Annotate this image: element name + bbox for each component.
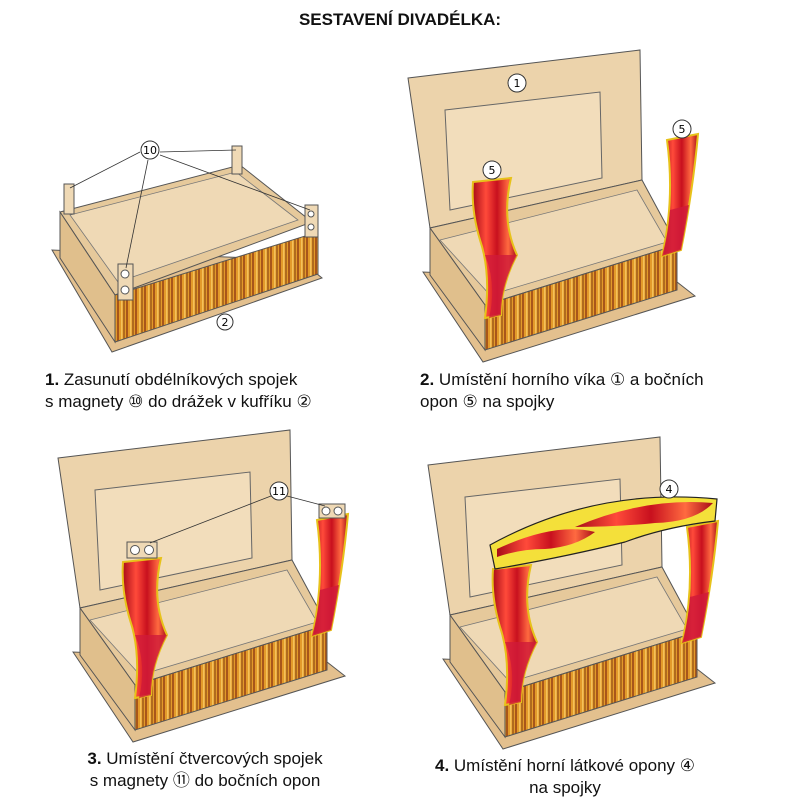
caption-line: opon ⑤ na spojky bbox=[420, 392, 555, 411]
label-square-connectors: 11 bbox=[272, 485, 286, 498]
caption-line: s magnety ⑩ do drážek v kufříku ② bbox=[45, 392, 312, 411]
caption-line: na spojky bbox=[529, 778, 601, 797]
side-curtain-right bbox=[661, 133, 699, 257]
step-number: 4. bbox=[434, 756, 450, 775]
caption-line: Umístění čtvercových spojek bbox=[106, 749, 323, 768]
label-case: 2 bbox=[222, 316, 229, 329]
rectangular-connector bbox=[63, 145, 319, 301]
caption-line: Umístění horního víka ① a bočních bbox=[438, 370, 704, 389]
step4-illustration: 4 bbox=[427, 436, 719, 750]
step-number: 2. bbox=[420, 370, 435, 389]
step-number: 3. bbox=[87, 749, 102, 768]
step3-caption: 3. Umístění čtvercových spojek s magnety… bbox=[60, 748, 350, 792]
label-lid: 1 bbox=[514, 77, 521, 90]
label-top-curtain: 4 bbox=[666, 483, 673, 496]
step2-illustration: 1 5 5 bbox=[407, 49, 699, 363]
step2-caption: 2. Umístění horního víka ① a bočních opo… bbox=[420, 369, 704, 413]
label-curtain-right: 5 bbox=[679, 123, 686, 136]
label-curtain-left: 5 bbox=[489, 164, 496, 177]
step1-caption: 1. Zasunutí obdélníkových spojek s magne… bbox=[45, 369, 312, 413]
caption-line: Zasunutí obdélníkových spojek bbox=[63, 370, 298, 389]
step3-illustration: 11 bbox=[57, 429, 349, 743]
step4-caption: 4. Umístění horní látkové opony ④ na spo… bbox=[400, 755, 730, 799]
step-number: 1. bbox=[45, 370, 60, 389]
label-connectors: 10 bbox=[143, 144, 157, 157]
caption-line: s magnety ⑪ do bočních opon bbox=[89, 771, 321, 790]
step1-illustration: 10 2 bbox=[51, 140, 324, 353]
page-title: SESTAVENÍ DIVADÉLKA: bbox=[298, 10, 502, 29]
caption-line: Umístění horní látkové opony ④ bbox=[453, 756, 695, 775]
